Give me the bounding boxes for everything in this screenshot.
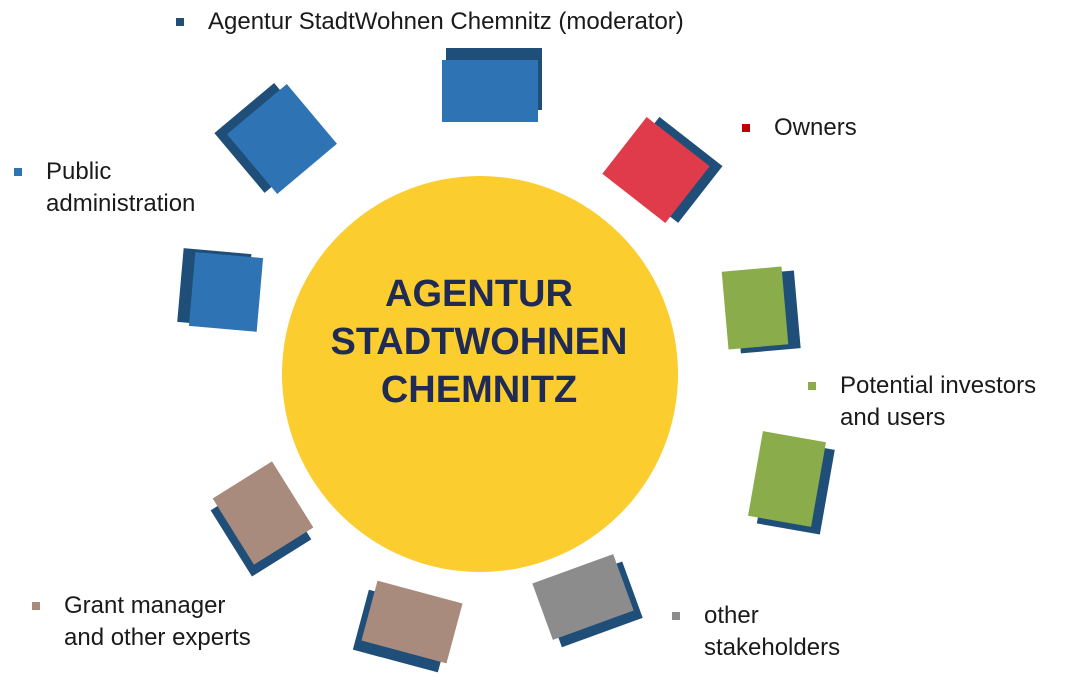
chair-face [532,554,634,640]
center-title-line-3: CHEMNITZ [380,369,578,411]
chair-face [227,84,337,194]
chair-face [442,60,538,122]
legend-owners-bullet [742,124,750,132]
chair-face [748,431,826,527]
legend-other-bullet [672,612,680,620]
legend-moderator-label: Agentur StadtWohnen Chemnitz (moderator) [208,8,684,35]
legend-owners: Owners [742,112,857,144]
legend-investors: Potential investors and users [808,370,1036,434]
chair-face [602,117,710,223]
chair-public [214,82,337,194]
legend-owners-label: Owners [774,114,857,141]
chairs-group [177,48,835,673]
chair-investors [748,431,835,535]
chair-face [721,266,789,350]
legend-other-stakeholders: other stakeholders [672,600,840,664]
chair-face [188,252,264,332]
legend-grant-manager: Grant manager and other experts [32,590,251,654]
legend-investors-label: Potential investors and users [840,372,1037,431]
legend-investors-bullet [808,382,816,390]
chair-grant [352,580,463,673]
legend-grant-bullet [32,602,40,610]
chair-other [532,554,643,648]
center-circle [282,176,678,572]
chair-investors [721,266,801,354]
chair-owners [602,116,723,223]
chair-grant [210,461,314,577]
legend-public-bullet [14,168,22,176]
legend-grant-label: Grant manager and other experts [64,592,251,651]
chair-public [177,248,264,332]
chair-face [212,461,314,565]
legend-public-administration: Public administration [14,156,195,220]
chair-face [361,580,463,664]
center-title-line-1: AGENTUR [385,273,573,315]
legend-other-label: other stakeholders [704,602,841,661]
legend-moderator-bullet [176,18,184,26]
center-title-line-2: STADTWOHNEN [330,321,628,363]
legend-public-label: Public administration [46,158,196,217]
chair-moderator [442,48,542,122]
center-title: AGENTUR STADTWOHNEN CHEMNITZ [286,270,672,414]
legend-moderator: Agentur StadtWohnen Chemnitz (moderator) [176,6,684,38]
